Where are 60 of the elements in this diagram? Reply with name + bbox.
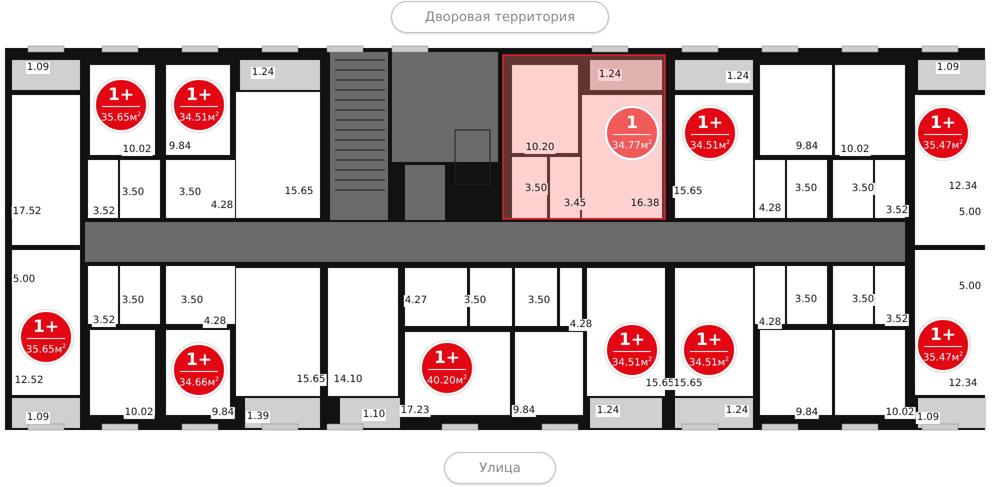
room-area: 1.24 [250, 67, 276, 79]
room-count: 1+ [618, 330, 646, 349]
room-count: 1+ [32, 318, 60, 336]
room-area: 1.09 [26, 412, 50, 424]
area-label: 34.66м$^{2}$ [179, 374, 219, 390]
room-count: 1+ [696, 114, 724, 132]
location-button: Дворовая территория [391, 1, 609, 33]
room-area: 1.24 [598, 69, 622, 81]
room-count: 1+ [186, 350, 212, 369]
room-area: 1.09 [936, 62, 960, 74]
room-area: 1.39 [246, 411, 270, 423]
room-count: 1 [626, 114, 638, 132]
room-area: 1.10 [362, 409, 386, 421]
room-area: 17.52 [12, 206, 42, 218]
room-area: 10.20 [524, 142, 556, 154]
room-area: 3.50 [850, 183, 876, 195]
room-area: 4.28 [202, 316, 228, 328]
room-count: 1+ [108, 86, 134, 104]
room-area: 1.09 [916, 412, 940, 424]
area-label: 35.47м$^{2}$ [923, 138, 963, 152]
location-button: Улица [444, 452, 556, 484]
room-area: 9.84 [512, 405, 536, 417]
room-count: 1+ [930, 326, 956, 344]
area-label: 40.20м$^{2}$ [427, 372, 467, 388]
area-label: 35.65м$^{2}$ [101, 110, 141, 124]
room-area: 1.09 [26, 62, 50, 74]
room-area: 10.02 [124, 407, 154, 419]
room-area: 10.02 [122, 144, 152, 156]
room-area: 1.24 [596, 405, 620, 417]
room-count: 1+ [186, 86, 212, 104]
room-area: 3.50 [462, 295, 488, 307]
room-count: 1+ [434, 348, 460, 367]
room-area: 1.24 [726, 71, 750, 83]
room-area: 3.52 [92, 315, 116, 327]
room-area: 3.50 [850, 294, 876, 306]
room-area: 3.52 [884, 205, 910, 217]
area-label: 35.65м$^{2}$ [26, 342, 66, 356]
room-area: 9.84 [210, 407, 236, 419]
room-area: 9.84 [794, 407, 820, 419]
room-area: 3.52 [884, 314, 910, 326]
room-area: 15.65 [644, 378, 676, 390]
area-label: 34.51м$^{2}$ [179, 110, 219, 124]
area-label: 34.51м$^{2}$ [612, 354, 652, 370]
room-area: 15.65 [296, 374, 326, 386]
room-area: 4.28 [568, 319, 594, 331]
area-label: 34.51м$^{2}$ [690, 138, 730, 152]
room-area: 10.02 [884, 407, 916, 419]
room-area: 3.45 [562, 198, 588, 210]
room-area: 1.24 [724, 405, 750, 417]
room-area: 10.02 [840, 144, 870, 156]
room-count: 1+ [696, 330, 722, 349]
room-area: 4.27 [404, 295, 428, 307]
room-area: 3.50 [524, 183, 548, 195]
area-label: 34.51м$^{2}$ [689, 354, 729, 370]
room-area: 4.28 [758, 317, 782, 329]
room-area: 17.23 [400, 405, 430, 417]
room-area: 15.65 [672, 186, 704, 198]
area-label: 35.47м$^{2}$ [923, 350, 963, 364]
area-label: 34.77м$^{2}$ [612, 138, 652, 152]
room-count: 1+ [930, 114, 956, 132]
